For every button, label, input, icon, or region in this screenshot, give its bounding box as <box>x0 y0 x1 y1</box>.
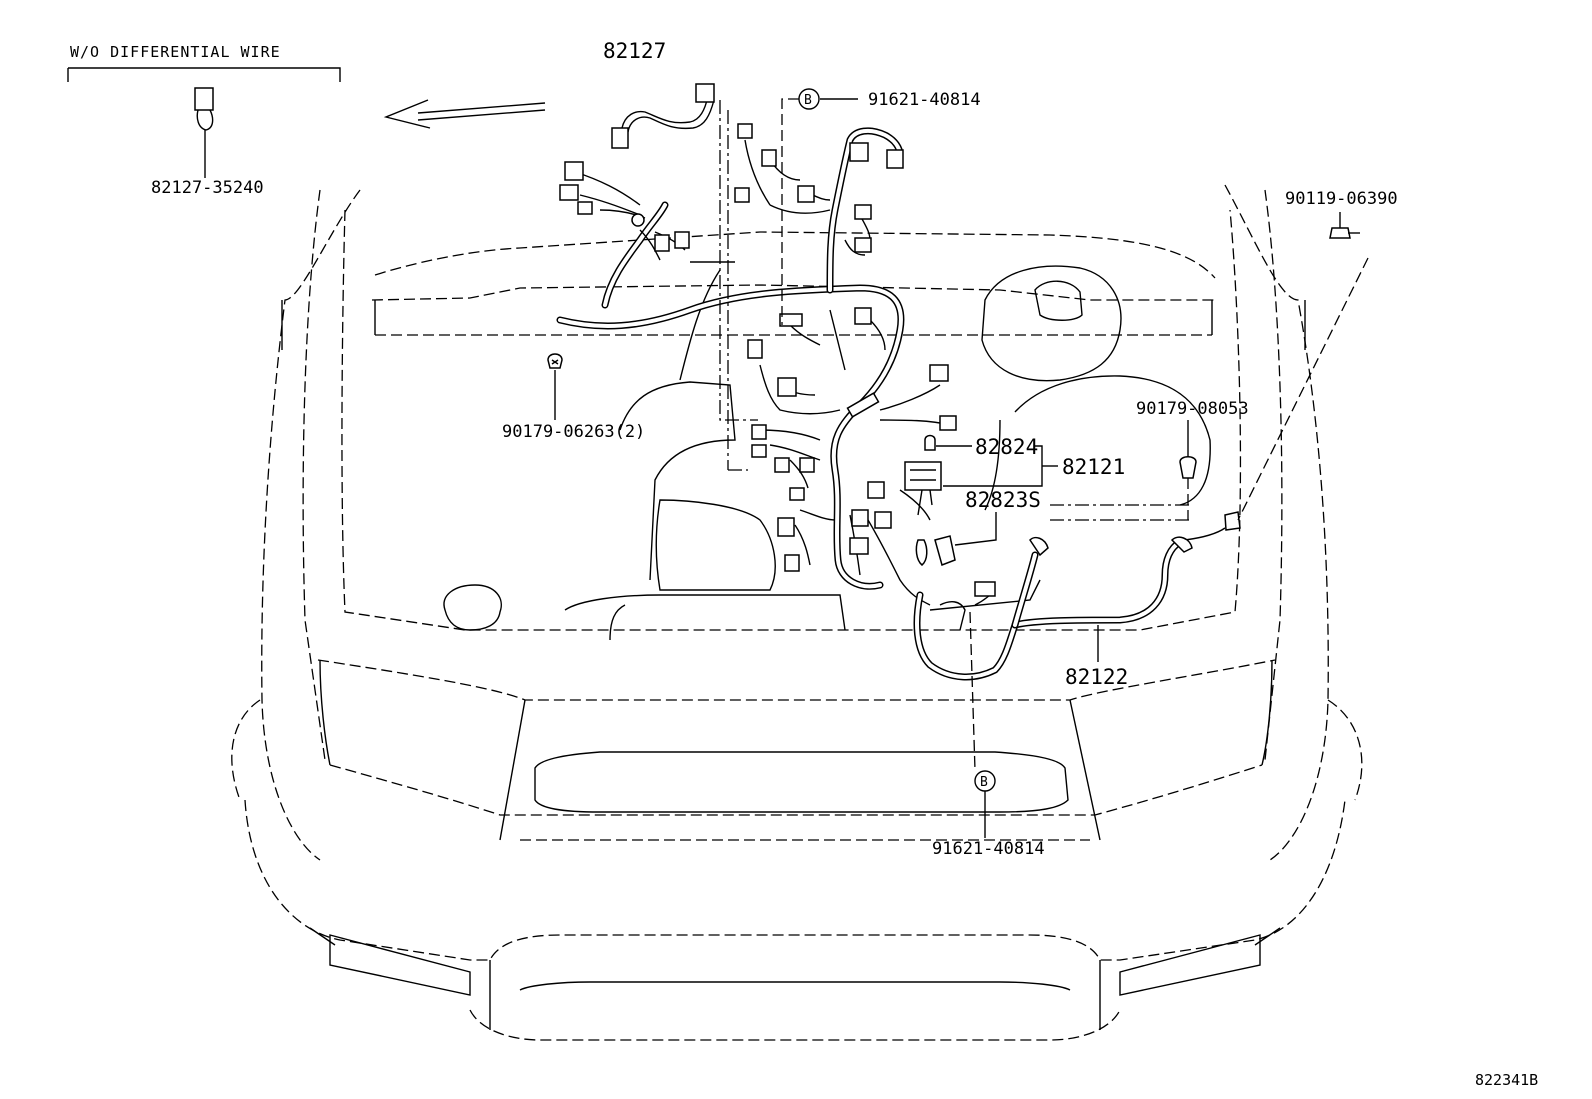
connector-icon <box>854 204 872 220</box>
connector-icon <box>577 201 593 215</box>
wire-82122 <box>913 527 1226 681</box>
connector-icon <box>929 364 949 382</box>
connector-icon <box>194 87 214 111</box>
connector-icon <box>797 185 815 203</box>
figure-code: 822341B <box>1475 1071 1538 1089</box>
connectors <box>559 123 1241 597</box>
wo-differential-wire-label: W/O DIFFERENTIAL WIRE <box>70 43 281 61</box>
marker-b-bottom-text: B <box>980 775 988 790</box>
connector-icon <box>777 377 797 397</box>
callouts: 82127 B 91621-40814 90119-06390 90179-06… <box>502 39 1538 1089</box>
connector-icon <box>974 581 996 597</box>
connector-icon <box>761 149 777 167</box>
connector-icon <box>939 415 957 431</box>
connector-icon <box>789 487 805 501</box>
part-82127-35240-label: 82127-35240 <box>151 178 264 198</box>
connector-icon <box>851 509 869 527</box>
marker-b-top-text: B <box>804 93 812 108</box>
part-91621-40814-bottom-label: 91621-40814 <box>932 839 1045 859</box>
part-82823s-label: 82823S <box>965 488 1041 512</box>
part-90119-06390-label: 90119-06390 <box>1285 189 1398 209</box>
connector-icon <box>779 313 803 327</box>
connector-icon <box>777 517 795 537</box>
vehicle-body-outline <box>231 184 1363 1041</box>
part-82127-label: 82127 <box>603 39 666 63</box>
connector-icon <box>867 481 885 499</box>
wire-82127 <box>611 83 758 471</box>
part-90179-08053-label: 90179-08053 <box>1136 399 1249 419</box>
connector-icon <box>849 537 869 555</box>
part-82824-label: 82824 <box>975 435 1038 459</box>
connector-icon <box>854 237 872 253</box>
connector-icon <box>751 424 767 440</box>
part-82122-label: 82122 <box>1065 665 1128 689</box>
part-91621-40814-top-label: 91621-40814 <box>868 90 981 110</box>
connector-icon <box>799 457 815 473</box>
connector-icon <box>611 127 629 149</box>
connector-icon <box>774 457 790 473</box>
front-arrow-icon <box>383 99 546 129</box>
connector-icon <box>854 307 872 325</box>
connector-icon <box>747 339 763 359</box>
connector-icon <box>751 444 767 458</box>
connector-icon <box>886 149 904 169</box>
bolt-icon <box>1329 227 1360 239</box>
connector-icon <box>874 511 892 529</box>
connector-icon <box>734 187 750 203</box>
wire-harness-82121 <box>556 127 951 606</box>
connector-icon <box>674 231 690 249</box>
clip-icon <box>1179 456 1197 479</box>
clip-icon <box>547 353 563 369</box>
connector-icon <box>564 161 584 181</box>
connector-icon <box>559 184 579 201</box>
connector-icon <box>737 123 753 139</box>
connector-icon <box>849 142 869 162</box>
inset-wo-differential-wire: W/O DIFFERENTIAL WIRE 82127-35240 <box>67 43 341 198</box>
connector-icon <box>784 554 800 572</box>
part-82121-label: 82121 <box>1062 455 1125 479</box>
part-90179-06263-label: 90179-06263(2) <box>502 422 645 442</box>
connector-icon <box>695 83 715 103</box>
connector-icon <box>654 234 670 252</box>
